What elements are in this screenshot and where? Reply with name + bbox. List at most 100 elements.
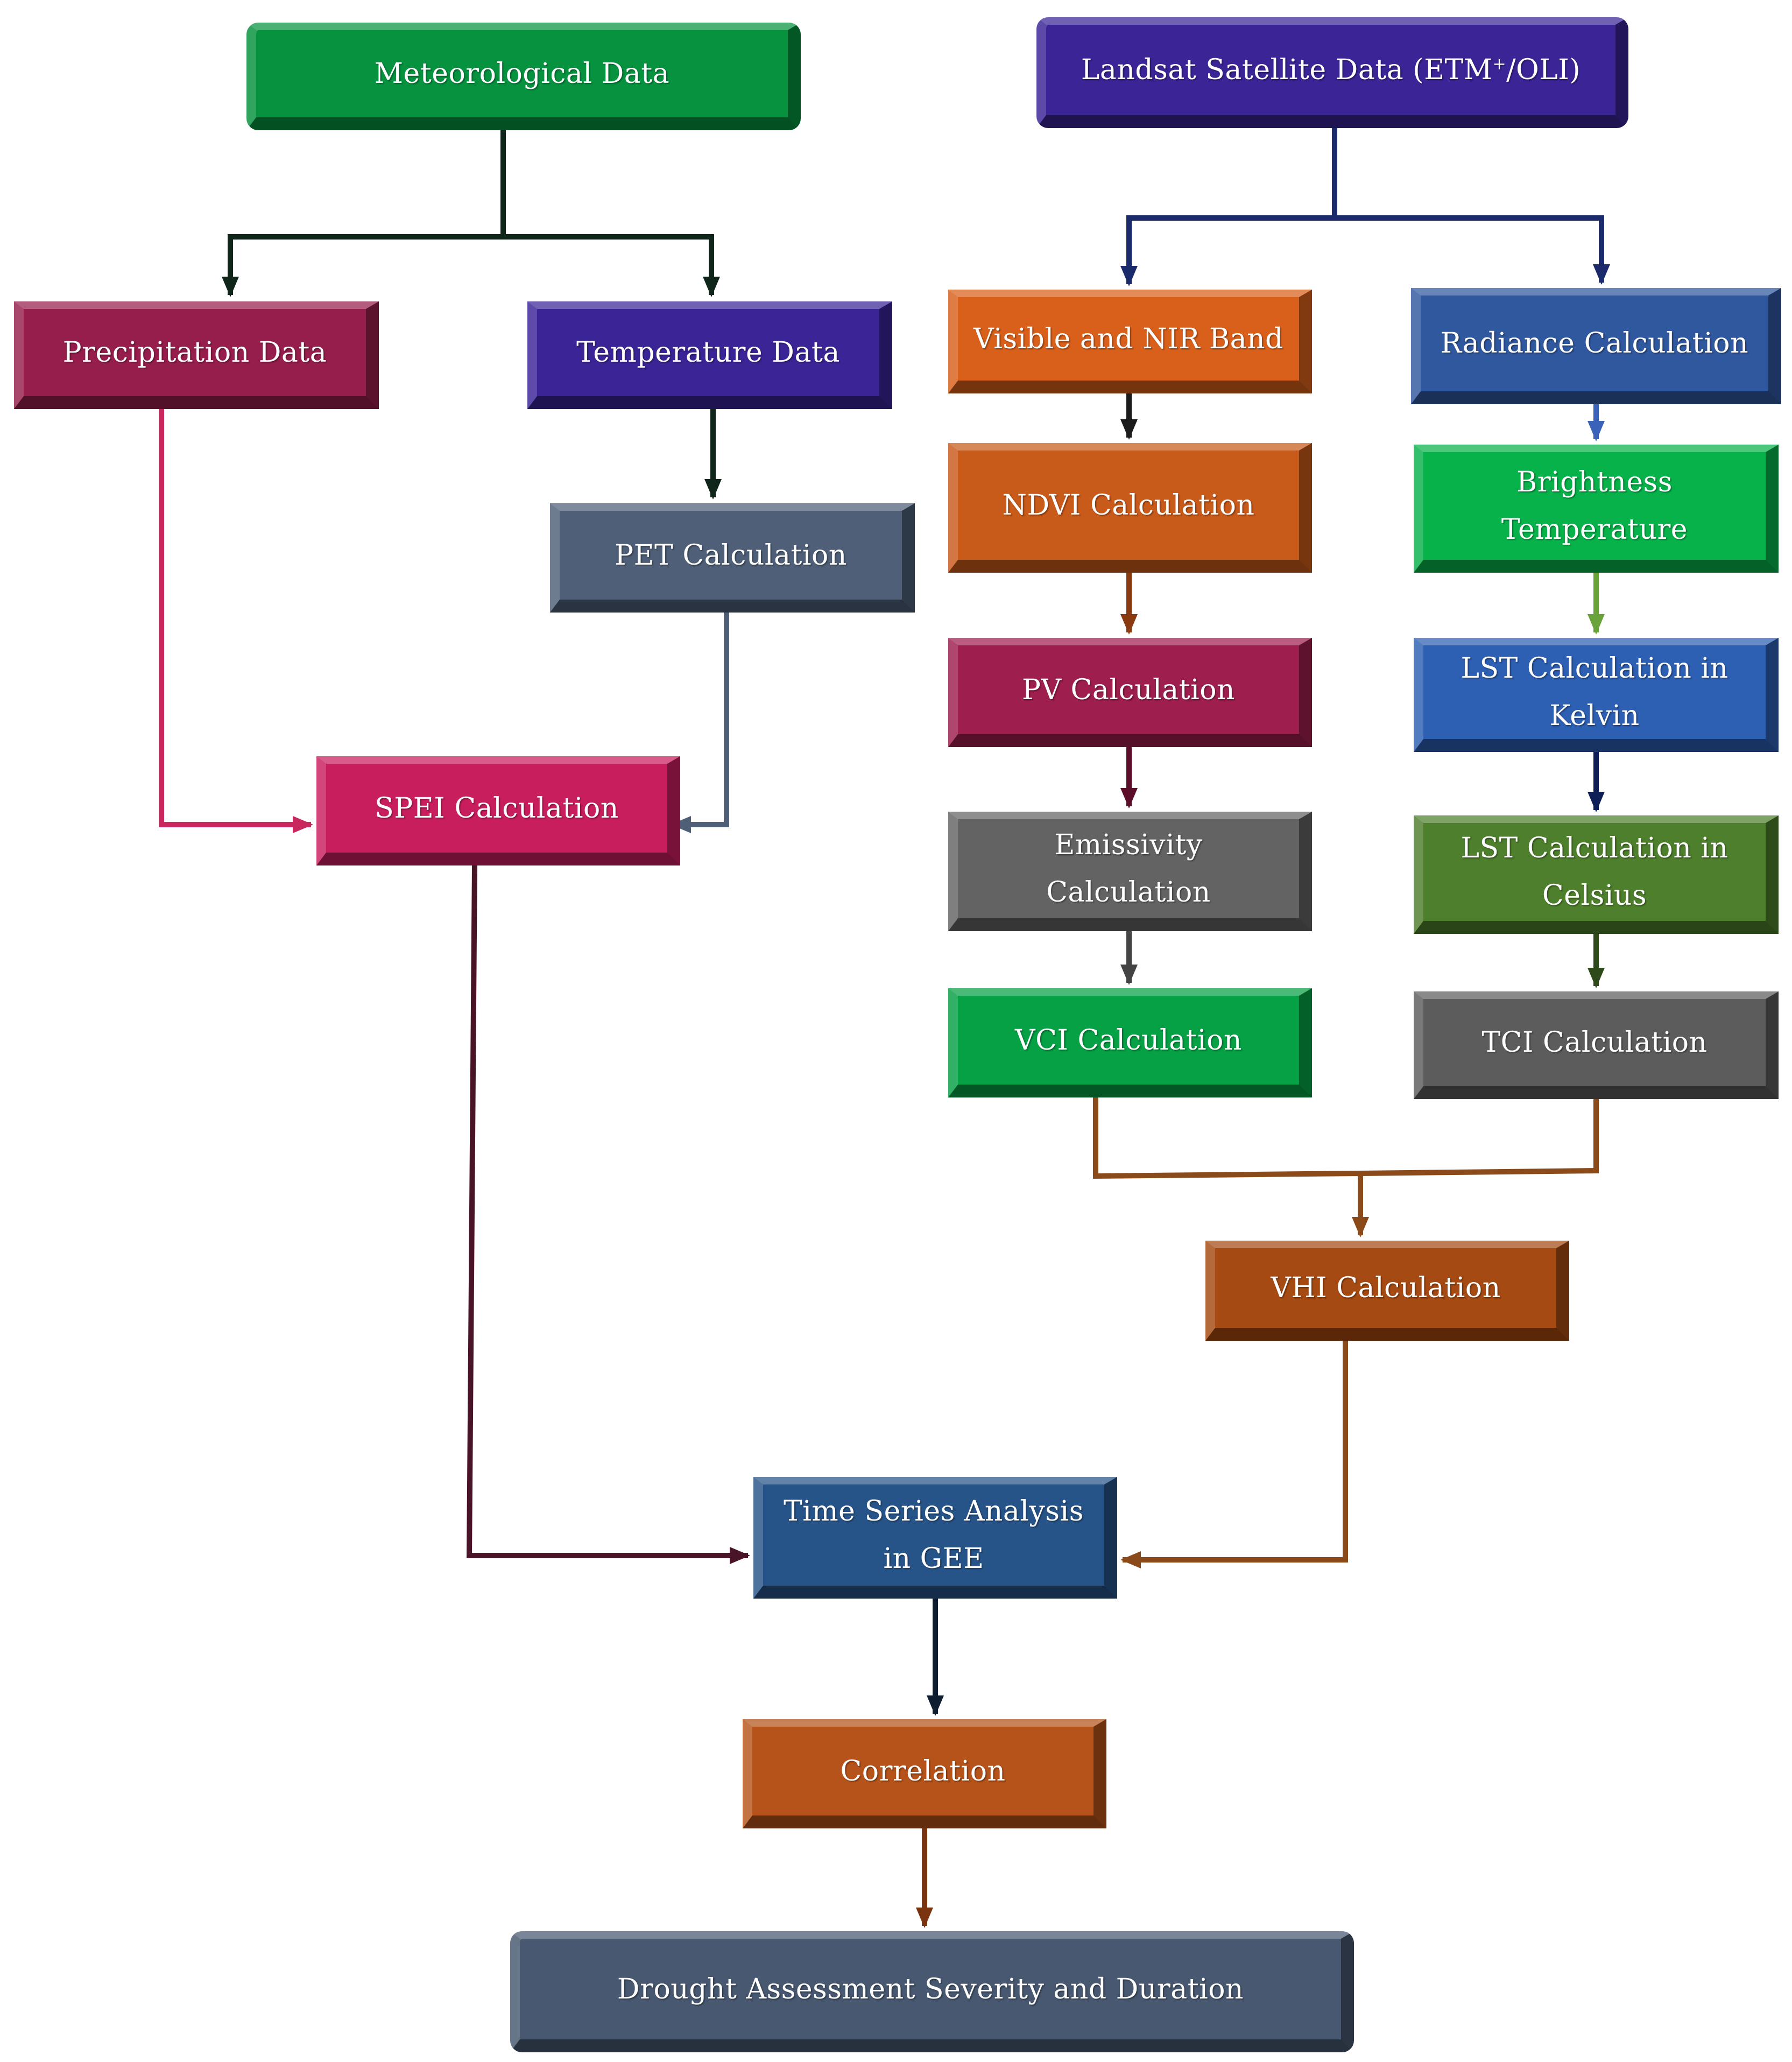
connector-line (673, 613, 729, 827)
connector-line (1126, 128, 1337, 284)
arrowhead (671, 816, 691, 833)
pet-calculation-box: PET Calculation (550, 503, 915, 613)
connector-temperature-to-pet (704, 409, 722, 499)
arrowhead (1593, 264, 1610, 285)
correlation-label: Correlation (840, 1755, 1006, 1787)
vhi-calculation-box: VHI Calculation (1205, 1241, 1569, 1341)
tci-calculation-label: TCI Calculation (1481, 1026, 1708, 1059)
emissivity-calculation-box: Emissivity Calculation (948, 812, 1312, 931)
ndvi-calculation-label: NDVI Calculation (1002, 489, 1255, 522)
arrowhead (1588, 968, 1605, 988)
brightness-label-line2: Temperature (1501, 513, 1688, 546)
connector-radiance-to-brightness (1588, 404, 1605, 441)
spei-calculation-label: SPEI Calculation (375, 792, 619, 825)
vci-calculation-label: VCI Calculation (1015, 1024, 1242, 1057)
connector-vci-to-vhi (1093, 1097, 1369, 1237)
connector-visible_nir-to-ndvi (1120, 393, 1138, 440)
brightness-label-line1: Brightness (1516, 466, 1673, 498)
time-series-label-line1: Time Series Analysis (784, 1495, 1084, 1528)
landsat-satellite-data-box: Landsat Satellite Data (ETM+/OLI) (1036, 17, 1628, 128)
time-series-analysis-box: Time Series Analysis in GEE (753, 1477, 1117, 1599)
landsat-label-main: Landsat Satellite Data (ETM (1081, 54, 1493, 86)
arrowhead (1588, 614, 1605, 635)
connector-landsat-to-visible_nir (1120, 128, 1337, 286)
connector-lst_celsius-to-tci (1588, 934, 1605, 988)
arrowhead (1120, 1551, 1141, 1568)
connector-line (159, 409, 311, 827)
arrowhead (1588, 792, 1605, 812)
precipitation-data-label: Precipitation Data (62, 336, 327, 369)
arrowhead (293, 816, 313, 833)
vci-calculation-box: VCI Calculation (948, 988, 1312, 1097)
arrowhead (1120, 614, 1138, 635)
temperature-data-label: Temperature Data (576, 336, 840, 369)
connector-line (1123, 1341, 1348, 1563)
connector-pet-to-spei (671, 613, 729, 833)
arrowhead (1120, 419, 1138, 440)
brightness-temperature-box: Brightness Temperature (1414, 445, 1779, 573)
arrowhead (1588, 421, 1605, 441)
arrowhead (1120, 788, 1138, 808)
connector-line (500, 130, 714, 295)
emissivity-label-line2: Calculation (1046, 876, 1211, 909)
connector-meteorological-to-precipitation (222, 130, 506, 297)
connector-landsat-to-radiance (1332, 128, 1610, 285)
connector-emissivity-to-vci (1120, 931, 1138, 985)
lst-celsius-label-line2: Celsius (1542, 879, 1647, 912)
connector-vhi-to-time_series (1120, 1341, 1348, 1568)
connector-meteorological-to-temperature (500, 130, 720, 297)
drought-assessment-label: Drought Assessment Severity and Duration (617, 1973, 1244, 2005)
arrowhead (916, 1908, 933, 1928)
drought-assessment-box: Drought Assessment Severity and Duration (510, 1931, 1354, 2052)
lst-kelvin-label-line1: LST Calculation in (1461, 652, 1728, 685)
landsat-label-superscript: + (1492, 54, 1507, 74)
arrowhead (704, 479, 722, 499)
radiance-calculation-box: Radiance Calculation (1411, 288, 1781, 404)
connector-pv-to-emissivity (1120, 747, 1138, 808)
meteorological-data-box: Meteorological Data (246, 23, 801, 130)
connector-line (466, 865, 748, 1558)
landsat-satellite-data-label: Landsat Satellite Data (ETM+/OLI) (1081, 46, 1581, 94)
vhi-calculation-label: VHI Calculation (1271, 1272, 1501, 1304)
connector-line (1360, 1099, 1599, 1176)
connector-time_series-to-correlation (927, 1599, 944, 1716)
connector-correlation-to-drought (916, 1828, 933, 1928)
lst-kelvin-box: LST Calculation in Kelvin (1414, 638, 1779, 752)
connector-line (1332, 128, 1604, 283)
connector-brightness-to-lst_kelvin (1588, 573, 1605, 635)
ndvi-calculation-box: NDVI Calculation (948, 443, 1312, 573)
spei-calculation-box: SPEI Calculation (316, 756, 680, 865)
correlation-box: Correlation (743, 1719, 1106, 1828)
radiance-calculation-label: Radiance Calculation (1440, 327, 1749, 360)
lst-celsius-box: LST Calculation in Celsius (1414, 815, 1779, 934)
precipitation-data-box: Precipitation Data (14, 301, 379, 409)
arrowhead (730, 1547, 750, 1564)
arrowhead (1120, 965, 1138, 985)
arrowhead (222, 277, 239, 297)
pv-calculation-box: PV Calculation (948, 638, 1312, 747)
connector-precipitation-to-spei (159, 409, 313, 833)
visible-nir-band-label: Visible and NIR Band (973, 322, 1283, 355)
meteorological-data-label: Meteorological Data (374, 58, 670, 90)
arrowhead (1352, 1217, 1369, 1237)
pet-calculation-label: PET Calculation (615, 539, 847, 572)
visible-nir-band-box: Visible and NIR Band (948, 290, 1312, 393)
connector-line (228, 130, 506, 295)
arrowhead (703, 277, 720, 297)
pv-calculation-label: PV Calculation (1021, 673, 1236, 706)
arrowhead (1120, 266, 1138, 286)
temperature-data-box: Temperature Data (527, 301, 892, 409)
lst-celsius-label-line1: LST Calculation in (1461, 832, 1728, 864)
connector-lst_kelvin-to-lst_celsius (1588, 752, 1605, 812)
emissivity-label-line1: Emissivity (1054, 829, 1203, 861)
time-series-label-line2: in GEE (883, 1543, 984, 1575)
landsat-label-tail: /OLI) (1506, 54, 1581, 86)
tci-calculation-box: TCI Calculation (1414, 991, 1779, 1099)
lst-kelvin-label-line2: Kelvin (1549, 700, 1640, 732)
connector-spei-to-time_series (466, 865, 750, 1564)
connector-line (1093, 1097, 1363, 1235)
connector-ndvi-to-pv (1120, 573, 1138, 635)
connector-tci-to-vhi (1360, 1099, 1599, 1176)
